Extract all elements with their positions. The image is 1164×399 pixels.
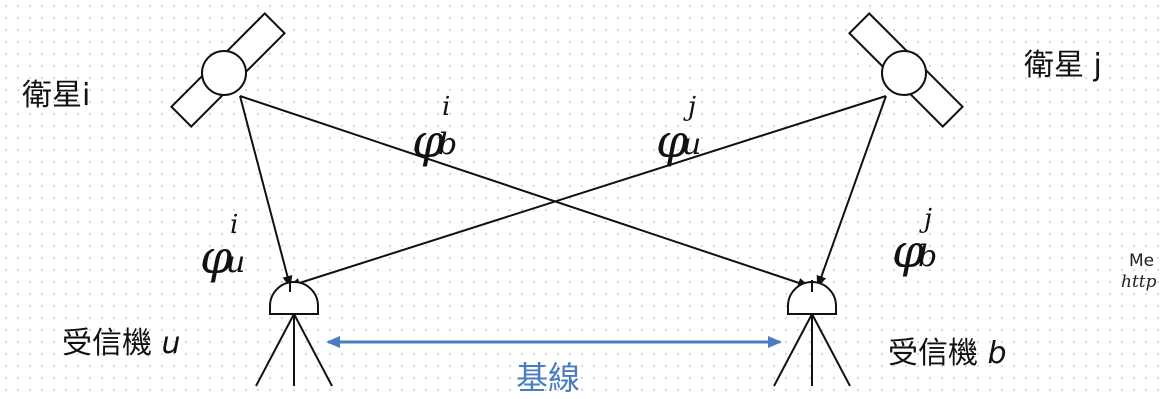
baseline-label: 基線: [516, 359, 581, 397]
satellite-j-label: 衛星 j: [1024, 48, 1102, 83]
receiver-b-symbol: b: [987, 336, 1007, 371]
receiver-u-prefix: 受信機: [62, 326, 162, 361]
satellite-j-icon: [848, 12, 964, 128]
receiver-b-prefix: 受信機: [888, 336, 988, 371]
receiver-b-label: 受信機 b: [888, 328, 1007, 372]
satellite-i-label: 衛星i: [22, 78, 91, 113]
receiver-u-icon: [255, 280, 333, 387]
phi-u-i-sub: u: [226, 245, 246, 280]
phi-b-j-sub: b: [918, 239, 938, 274]
signal-line-j-to-b: [816, 95, 887, 288]
phi-b-i-sup: i: [442, 92, 451, 122]
phi-b-j-main: φ: [892, 224, 925, 278]
phi-b-j-sup: j: [924, 204, 933, 234]
phi-u-j-sub: u: [682, 127, 702, 162]
receiver-b-icon: [773, 280, 851, 387]
signal-line-i-to-u: [239, 95, 293, 288]
phi-u-j-main: φ: [656, 114, 689, 168]
phi-u-j-label: φ j u: [656, 94, 716, 188]
receiver-u-symbol: u: [161, 326, 181, 361]
signal-line-j-to-u: [288, 95, 887, 288]
phi-b-i-main: φ: [412, 114, 445, 168]
phi-u-j-sup: j: [688, 92, 697, 122]
phi-u-i-label: φ i u: [200, 212, 260, 304]
satellite-i-icon: [170, 12, 286, 128]
signal-line-i-to-b: [239, 95, 810, 288]
phi-b-j-label: φ j b: [892, 206, 952, 298]
credit-line-2: http: [1121, 272, 1157, 292]
phi-u-i-sup: i: [230, 210, 239, 240]
credit-line-1: Me: [1129, 251, 1155, 271]
phi-b-i-label: φ i b: [412, 94, 472, 188]
receiver-u-label: 受信機 u: [62, 318, 181, 362]
phi-b-i-sub: b: [438, 127, 458, 162]
phi-u-i-main: φ: [200, 230, 233, 284]
